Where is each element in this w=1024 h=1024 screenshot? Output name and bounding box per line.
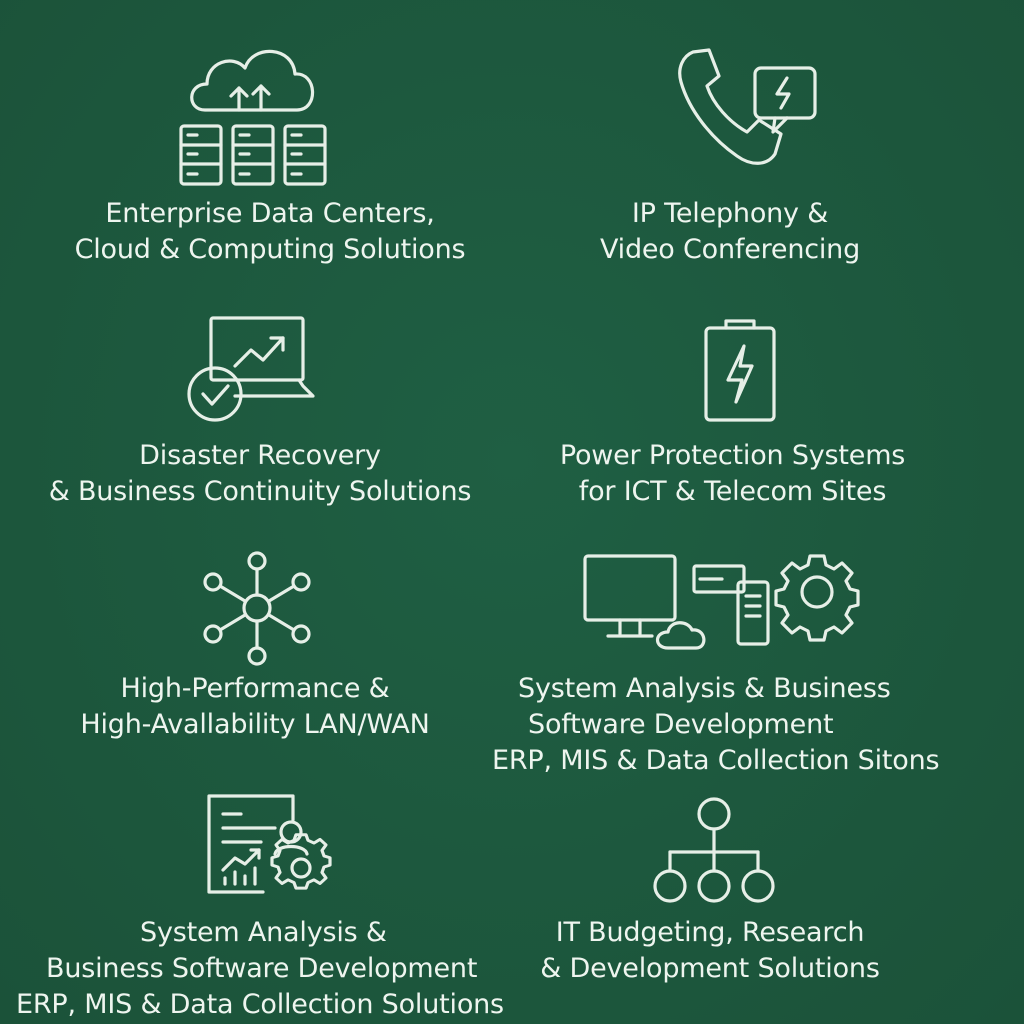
title-line: IT Budgeting, Research [555, 917, 865, 948]
service-title: IT Budgeting, Research & Development Sol… [470, 915, 950, 987]
service-title: Enterprise Data Centers, Cloud & Computi… [30, 196, 510, 268]
title-line: Video Conferencing [599, 234, 861, 265]
title-line: System Analysis & [140, 917, 387, 948]
title-line: ERP, MIS & Data Collection Solutions [16, 989, 504, 1020]
title-line: Cloud & Computing Solutions [74, 234, 466, 265]
service-title: System Analysis & Business Software Deve… [482, 671, 962, 779]
title-line: High-Avallability LAN/WAN [80, 709, 430, 740]
service-title: Power Protection Systems for ICT & Telec… [490, 438, 975, 510]
report-user-gear-icon [205, 792, 333, 896]
hierarchy-icon [650, 796, 778, 906]
title-line: & Development Solutions [540, 953, 880, 984]
title-line: Enterprise Data Centers, [105, 198, 435, 229]
title-line: & Business Continuity Solutions [48, 476, 472, 507]
title-line: High-Performance & [120, 673, 390, 704]
service-title: Disaster Recovery & Business Continuity … [10, 438, 510, 510]
title-line: Disaster Recovery [139, 440, 381, 471]
title-line: Business Software Development [46, 953, 478, 984]
computer-cloud-gear-icon [582, 552, 862, 652]
laptop-chart-check-icon [185, 316, 320, 422]
title-line: Software Development [528, 709, 834, 740]
cloud-datacenter-icon [175, 38, 330, 188]
service-title: IP Telephony & Video Conferencing [490, 196, 970, 268]
service-title: High-Performance & High-Avallability LAN… [20, 671, 490, 743]
title-line: System Analysis & Business [518, 673, 891, 704]
service-title: System Analysis & Business Software Deve… [16, 915, 570, 1023]
phone-chat-icon [675, 46, 825, 171]
title-line: ERP, MIS & Data Collection Sitons [492, 745, 940, 776]
title-line: Power Protection Systems [559, 440, 906, 471]
network-hub-icon [200, 550, 315, 668]
battery-bolt-icon [702, 318, 778, 424]
title-line: IP Telephony & [631, 198, 829, 229]
title-line: for ICT & Telecom Sites [578, 476, 887, 507]
